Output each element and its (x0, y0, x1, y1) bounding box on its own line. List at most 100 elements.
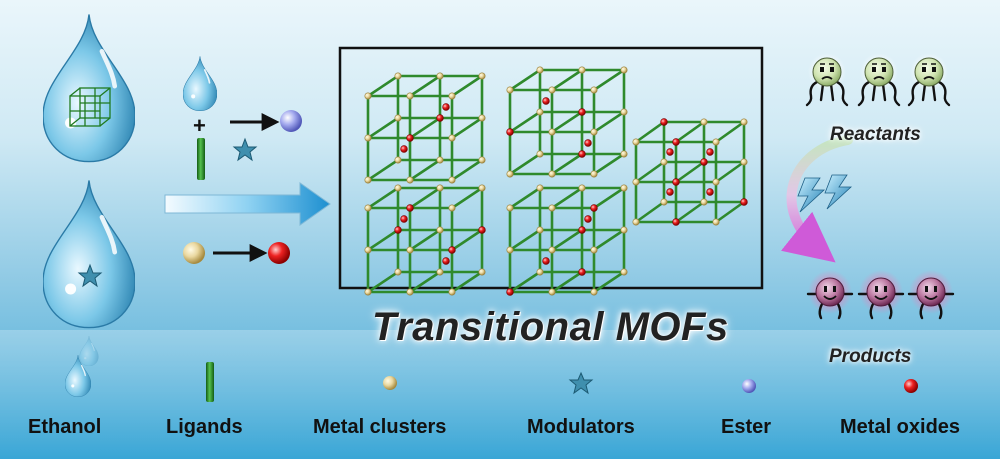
metal-oxide-node (700, 158, 708, 166)
metal-cluster-node (548, 128, 556, 136)
metal-oxide-node (672, 218, 680, 226)
metal-oxide-node (542, 257, 550, 265)
ligand-strut (408, 74, 442, 98)
metal-cluster-node (590, 288, 598, 296)
metal-oxide-node (660, 118, 668, 126)
metal-cluster-node (364, 134, 372, 142)
ligand-strut (450, 228, 484, 252)
legend-gold-sphere-icon (383, 376, 397, 390)
legend-star-icon (568, 371, 594, 395)
metal-cluster-node (448, 134, 456, 142)
metal-cluster-node (712, 218, 720, 226)
reactant-molecule (857, 53, 901, 107)
metal-cluster-node (406, 176, 414, 184)
ethanol-droplet-with-star (43, 180, 135, 327)
metal-oxide-node (542, 97, 550, 105)
legend-green-rod-icon (206, 362, 214, 402)
metal-oxide-node (400, 215, 408, 223)
ligand-strut (450, 186, 484, 210)
ligand-strut (550, 152, 584, 176)
metal-cluster-node (700, 118, 708, 126)
metal-cluster-node (590, 128, 598, 136)
metal-cluster-node (548, 246, 556, 254)
ligand-strut (592, 110, 626, 134)
metal-oxide-node (578, 150, 586, 158)
legend-label-ethanol: Ethanol (28, 416, 102, 438)
ligand-strut (592, 186, 626, 210)
metal-oxide-node (406, 204, 414, 212)
reaction-curve-arrow (780, 135, 853, 263)
metal-cluster-node (364, 92, 372, 100)
metal-cluster-node (536, 226, 544, 234)
metal-cluster-node (364, 176, 372, 184)
ligand-strut (366, 116, 400, 140)
ligand-strut (550, 110, 584, 134)
reactant-molecule (805, 53, 849, 107)
metal-oxide-node (506, 128, 514, 136)
mof-cage-5 (506, 184, 628, 296)
metal-oxide-node (448, 246, 456, 254)
metal-oxide-node (442, 103, 450, 111)
ligand-strut (714, 120, 746, 144)
ligand-strut (366, 74, 400, 98)
metal-cluster-node (578, 184, 586, 192)
metal-cluster-node (448, 176, 456, 184)
metal-cluster-node (590, 246, 598, 254)
ligand-strut (714, 200, 746, 224)
legend-label-metal-clusters: Metal clusters (313, 416, 447, 438)
metal-cluster-node (712, 178, 720, 186)
ligand-strut (450, 116, 484, 140)
ligand-strut (714, 160, 746, 184)
metal-cluster-node (506, 170, 514, 178)
metal-cluster-node (548, 86, 556, 94)
ligand-strut (408, 186, 442, 210)
product-molecule (806, 270, 854, 320)
ligand-strut (592, 228, 626, 252)
metal-cluster-node (536, 184, 544, 192)
metal-oxide-node (506, 288, 514, 296)
metal-cluster-node (406, 92, 414, 100)
metal-cluster-node (478, 114, 486, 122)
ligand-strut (634, 160, 666, 184)
ligand-strut (508, 186, 542, 210)
ethanol-droplet-with-mof (43, 14, 135, 161)
metal-cluster-node (548, 170, 556, 178)
legend-blue-sphere-icon (742, 379, 756, 393)
metal-cluster-node (506, 204, 514, 212)
metal-oxide-node (394, 226, 402, 234)
metal-cluster-node (406, 288, 414, 296)
metal-cluster-node (436, 156, 444, 164)
metal-cluster-node (406, 246, 414, 254)
ligand-rod (197, 138, 205, 180)
ligand-strut (450, 158, 484, 182)
product-molecule (857, 270, 905, 320)
ligand-strut (366, 270, 400, 294)
metal-oxide-node (740, 198, 748, 206)
mof-lattices (364, 66, 748, 296)
metal-oxide-node (578, 226, 586, 234)
metal-cluster-node (632, 178, 640, 186)
metal-cluster-node (394, 184, 402, 192)
metal-cluster-node (536, 108, 544, 116)
metal-cluster-node (478, 72, 486, 80)
ligand-strut (634, 120, 666, 144)
ester-sphere (280, 110, 302, 132)
reactants-label: Reactants (830, 124, 921, 145)
ligand-strut (508, 68, 542, 92)
metal-oxide-node (406, 134, 414, 142)
small-ethanol-droplet (183, 56, 217, 111)
metal-cluster-node (536, 268, 544, 276)
ligand-strut (508, 110, 542, 134)
metal-cluster-node (590, 170, 598, 178)
metal-cluster-node (620, 108, 628, 116)
lightning-icon (797, 174, 853, 213)
product-molecule (907, 270, 955, 320)
ligand-strut (408, 270, 442, 294)
ligand-strut (550, 68, 584, 92)
metal-oxide-node (590, 204, 598, 212)
mof-cage-3 (632, 118, 748, 226)
metal-cluster-node (364, 204, 372, 212)
products-label: Products (829, 346, 912, 367)
legend-label-metal-oxides: Metal oxides (840, 416, 961, 438)
